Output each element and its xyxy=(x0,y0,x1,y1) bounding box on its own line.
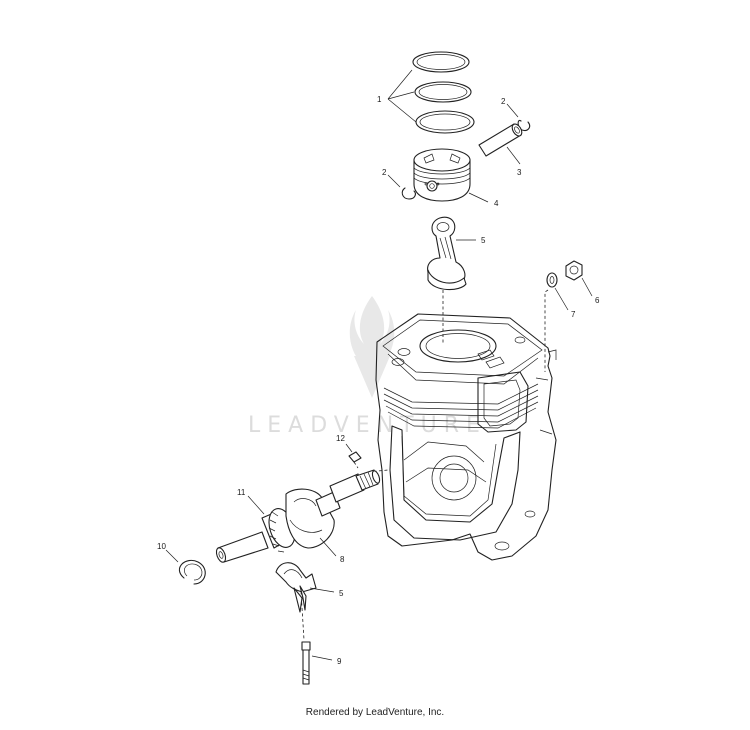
callout-11: 11 xyxy=(237,488,246,497)
callout-2-lower: 2 xyxy=(382,168,387,177)
callout-9: 9 xyxy=(337,657,342,666)
callout-2-upper: 2 xyxy=(501,97,506,106)
circlip-upper xyxy=(517,119,531,131)
connecting-rod xyxy=(427,216,467,291)
circlip-lower xyxy=(401,187,416,200)
footer-credit: Rendered by LeadVenture, Inc. xyxy=(305,707,445,718)
callout-10: 10 xyxy=(157,542,166,551)
callout-6: 6 xyxy=(595,296,600,305)
lock-washer xyxy=(546,272,558,288)
callout-7: 7 xyxy=(571,310,576,319)
wrist-pin xyxy=(478,123,523,157)
leadventure-flame-logo-icon xyxy=(349,296,395,398)
hex-nut xyxy=(565,260,583,281)
callout-3: 3 xyxy=(517,168,522,177)
leader-lines xyxy=(165,69,593,661)
callout-1: 1 xyxy=(377,95,382,104)
connecting-rod-cap xyxy=(275,562,317,613)
piston xyxy=(413,148,471,202)
crankshaft xyxy=(215,469,381,563)
crankcase-block xyxy=(375,313,557,561)
piston-rings xyxy=(412,51,475,134)
assembly-guides xyxy=(299,289,549,641)
callout-labels: 1 2 3 2 4 5 6 7 12 11 10 8 5 9 xyxy=(157,95,600,666)
callout-4: 4 xyxy=(494,199,499,208)
callout-5-upper: 5 xyxy=(481,236,486,245)
watermark-text: LEADVENTURE xyxy=(248,413,487,438)
rod-bolt xyxy=(301,641,311,685)
woodruff-key xyxy=(348,451,362,463)
watermark: LEADVENTURE xyxy=(248,296,487,438)
callout-8: 8 xyxy=(340,555,345,564)
snap-ring xyxy=(178,560,206,585)
callout-12: 12 xyxy=(336,434,345,443)
callout-5-lower: 5 xyxy=(339,589,344,598)
